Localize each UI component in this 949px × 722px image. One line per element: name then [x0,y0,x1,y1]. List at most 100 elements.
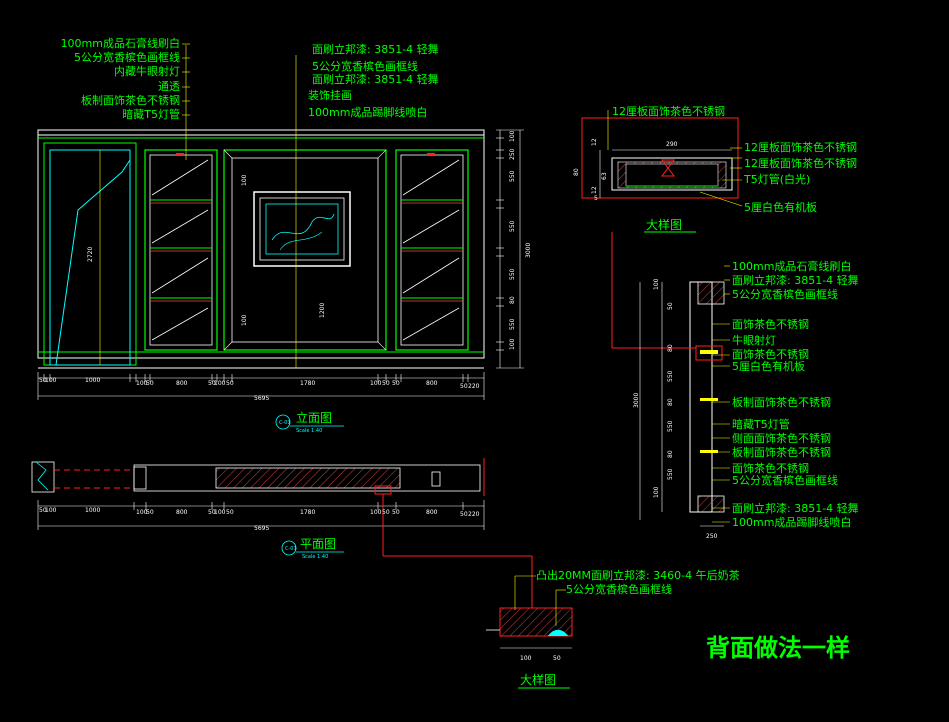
callout-label: 5公分宽香槟色画框线 [566,582,672,596]
overall-dimension-label: 3000 [633,393,640,408]
dimension-label: 100 [45,507,57,514]
left-spotlight [176,153,184,156]
bottom-detail-leaders [514,575,566,626]
dimension-label: 100 [370,380,382,387]
callout-label: 100mm成品石膏线刷白 [61,36,180,50]
bottom-detail-block [499,607,573,637]
callout-label: 面刷立邦漆: 3851-4 轻舞 [312,42,439,56]
dimension-label: 100 [509,338,516,350]
right-cabinet [395,149,469,351]
dimension-label: 50 [392,380,400,387]
section-wall [689,281,713,513]
painting-artwork [271,213,335,241]
side-section-view [611,232,730,527]
elevation-outline [37,129,485,359]
callout-label: 内藏牛眼射灯 [114,64,180,78]
right-cabinet-inner [400,154,464,346]
callout-label: 暗藏T5灯管 [732,417,790,431]
dimension-label: 100 [45,377,57,384]
overall-dimension-label: 5695 [254,525,269,532]
dimension-label: 50 [208,509,216,516]
callout-label: 侧面面饰茶色不锈钢 [732,431,831,445]
elevation-title: 立面图 [296,410,332,425]
plan-pillar [133,466,147,490]
dimension-label: 50 [146,380,154,387]
plan-pillar [431,471,441,487]
center-panel-bevel [223,149,387,351]
dimension-label: 50 [39,507,47,514]
dimension-label: 800 [426,509,438,516]
dimension-label: 80 [667,344,674,352]
right-shelf-edges [401,202,463,302]
callout-label: 5公分宽香槟色画框线 [732,473,838,487]
callout-label: 装饰挂画 [308,88,352,102]
dimension-label: 100 [520,655,532,662]
callout-label: 通透 [158,80,180,93]
dimension-label: 80 [509,296,516,304]
dimension-label: 50 [208,380,216,387]
dimension-label: 1000 [85,377,100,384]
dimension-label: 550 [509,170,516,182]
dimension-label: 100 [136,380,148,387]
callout-label: 面饰茶色不锈钢 [732,317,809,331]
dimension-label: 250 [706,533,718,540]
callout-label: 面刷立邦漆: 3851-4 轻舞 [732,501,859,515]
callout-label: 面刷立邦漆: 3851-4 轻舞 [732,273,859,287]
dimension-label: 100 [214,380,226,387]
top-detail-light-cavity [625,163,719,187]
dimension-label: 12 [591,138,598,146]
elevation-tag: C-01 [279,420,291,426]
dimension-label: 80 [667,450,674,458]
plan-title-bubble [281,540,297,556]
top-detail-title: 大样图 [646,217,682,232]
top-detail-leaders [607,110,743,207]
callout-label: 100mm成品踢脚线喷白 [732,515,851,529]
dimension-label: 50 [226,509,234,516]
dimension-label: 550 [667,468,674,480]
dimension-label: 1780 [300,509,315,516]
bottom-detail-view [382,494,573,689]
callout-label: 12厘板面饰茶色不锈钢 [744,140,857,154]
dimension-label: 250 [509,148,516,160]
callout-label: T5灯管(白光) [743,172,810,186]
section-leaders [712,265,730,523]
dimension-label: 220 [468,383,480,390]
section-baseboard [697,495,725,513]
plan-title: 平面图 [300,537,336,551]
dimension-label: 100 [653,278,660,290]
dimension-label: 220 [468,511,480,518]
dimension-label: 800 [176,509,188,516]
center-panel-inner [231,157,379,343]
plan-tag: C-01 [285,546,297,552]
callout-label: 100mm成品石膏线刷白 [732,259,851,273]
elevation-title-bubble [275,414,291,430]
callout-label: 5厘白色有机板 [744,200,817,214]
callout-label: 牛眼射灯 [732,333,776,347]
dimension-label: 550 [667,370,674,382]
plan-break-line [35,461,49,491]
dimension-label: 800 [426,380,438,387]
dimension-label: 100 [214,509,226,516]
top-detail-box [611,157,733,191]
section-shelf-marks [700,398,718,453]
callout-label: 凸出20MM面刷立邦漆: 3460-4 午后奶茶 [536,568,740,582]
section-spotlight [700,350,718,354]
dimension-label: 100 [241,174,248,186]
dimension-label: 50 [460,383,468,390]
back-side-note: 背面做法一样 [706,634,850,662]
dimension-label: 290 [666,141,678,148]
dimension-label: 50 [146,509,154,516]
decorative-painting-mat [259,197,345,261]
dimension-label: 12 [591,186,598,194]
right-dimension-ticks [496,129,524,369]
dimension-label: 50 [667,302,674,310]
left-glass-reflections [151,159,209,341]
dimension-label: 80 [667,398,674,406]
dimension-label: 100 [653,486,660,498]
plan-center-hatched-wall [215,467,401,489]
dimension-label: 550 [509,268,516,280]
section-detail-box [695,345,723,361]
dimension-label: 5 [594,195,598,202]
dimension-label: 50 [226,380,234,387]
